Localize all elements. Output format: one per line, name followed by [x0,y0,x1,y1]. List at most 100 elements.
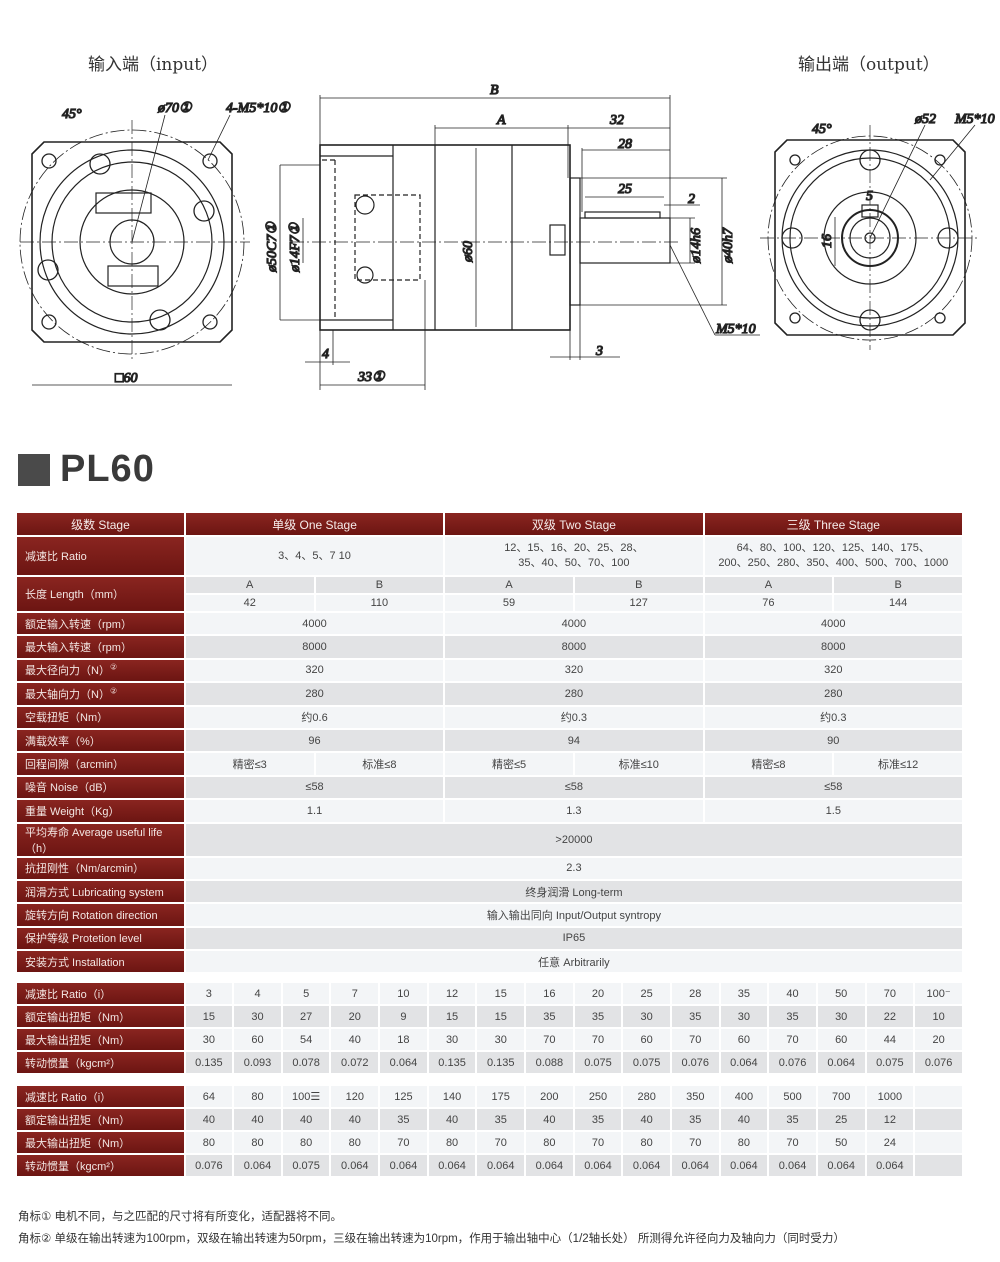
value-cell: 96 [185,729,444,752]
ratio-cell: 3、4、5、7 10 [185,537,444,575]
svg-text:ø70①: ø70① [157,101,193,116]
value-cell: 80 [234,1086,281,1107]
row-label-text: 噪音 Noise（dB） [25,782,114,795]
value-cell: 35 [671,1006,719,1027]
value-cell: 40 [720,1109,768,1130]
value-cell: 25 [623,983,670,1004]
value-cell: 50 [817,1132,865,1153]
value-cell: 10 [915,1006,962,1027]
value-cell: 140 [428,1086,476,1107]
value-cell: 0.064 [380,1052,427,1073]
value-cell: 15 [185,1006,233,1027]
svg-text:16: 16 [820,234,835,248]
value-cell: 0.064 [477,1155,525,1176]
value-cell: 0.064 [234,1155,281,1176]
row-label-text: 润滑方式 Lubricating system [25,886,164,899]
value-cell: 60 [720,1029,768,1050]
value-cell: 4000 [445,613,703,635]
value-cell: 125 [380,1086,427,1107]
value-cell: 25 [817,1109,865,1130]
value-cell: 15 [477,1006,525,1027]
value-cell: 70 [769,1132,816,1153]
row-label: 旋转方向 Rotation direction [17,904,184,926]
value-cell: 12 [866,1109,914,1130]
value-cell: 3 [185,983,233,1004]
value-cell: 27 [282,1006,330,1027]
value-cell: 标准≤10 [574,753,703,775]
ratio-cell: 64、80、100、120、125、140、175、 200、250、280、3… [704,537,962,575]
value-cell: 40 [331,1109,379,1130]
row-label: 最大径向力（N）② [17,659,184,682]
value-cell: 280 [704,683,962,705]
value-cell: 80 [234,1132,281,1153]
value-cell: 60 [623,1029,670,1050]
value-cell: 20 [331,1006,379,1027]
row-label: 长度 Length（mm） [17,577,184,611]
value-cell: 10 [380,983,427,1004]
value-cell: 0.135 [477,1052,525,1073]
value-cell: 0.064 [574,1155,622,1176]
svg-text:45°: 45° [812,122,832,137]
value-cell: 280 [185,683,444,705]
value-cell: 5 [282,983,330,1004]
row-label: 减速比 Ratio [17,537,184,575]
input-view-title: 输入端（input） [88,55,219,75]
svg-text:ø40h7: ø40h7 [721,227,736,264]
value-cell: 1000 [866,1086,914,1107]
value-cell: 40 [234,1109,281,1130]
value-cell: 0.064 [380,1155,427,1176]
footnote-1: 角标① 电机不同，与之匹配的尺寸将有所变化，适配器将不同。 [18,1211,343,1223]
ratio-cell: 12、15、16、20、25、28、 35、40、50、70、100 [445,537,703,575]
value-cell: 0.064 [526,1155,573,1176]
value-cell: 30 [185,1029,233,1050]
value-cell: 2.3 [185,857,962,879]
row-label: 抗扭刚性（Nm/arcmin） [17,857,184,879]
value-cell: 100⁻ [915,983,962,1004]
value-cell: 35 [671,1109,719,1130]
length-cell: 127 [574,595,703,611]
row-label: 额定输出扭矩（Nm） [17,1006,184,1027]
value-cell: 30 [428,1029,476,1050]
value-cell: 22 [866,1006,914,1027]
value-cell: 15 [477,983,525,1004]
header-cell: 级数 Stage [17,513,184,535]
value-cell: 280 [445,683,703,705]
value-cell: 9 [380,1006,427,1027]
value-cell: 0.076 [185,1155,233,1176]
value-cell: 标准≤12 [834,753,962,775]
value-cell: 0.064 [331,1155,379,1176]
svg-text:M5*10: M5*10 [715,322,756,337]
value-cell: 35 [769,1006,816,1027]
value-cell: 20 [574,983,622,1004]
model-heading: PL60 [18,448,155,491]
value-cell: 280 [623,1086,670,1107]
value-cell: 90 [704,729,962,752]
value-cell: 约0.6 [185,706,444,728]
row-label: 润滑方式 Lubricating system [17,880,184,903]
row-label: 噪音 Noise（dB） [17,776,184,799]
value-cell: 30 [720,1006,768,1027]
value-cell: 18 [380,1029,427,1050]
value-cell: 70 [769,1029,816,1050]
value-cell: ≤58 [445,776,703,799]
row-label: 最大输出扭矩（Nm） [17,1132,184,1153]
value-cell: 精密≤8 [704,753,833,775]
value-cell: 8000 [445,636,703,658]
value-cell: 4000 [704,613,962,635]
value-cell: 输入输出同向 Input/Output syntropy [185,904,962,926]
value-cell: 40 [428,1109,476,1130]
value-cell: 标准≤8 [315,753,444,775]
value-cell: 70 [671,1029,719,1050]
header-cell: 三级 Three Stage [704,513,962,535]
svg-text:2: 2 [688,192,695,207]
value-cell: 0.064 [817,1155,865,1176]
